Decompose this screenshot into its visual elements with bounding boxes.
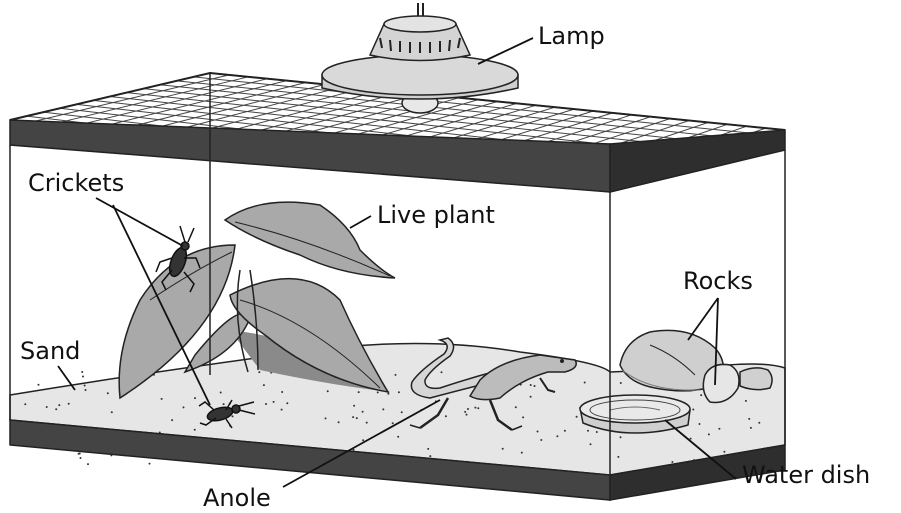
label-rocks: Rocks	[683, 269, 753, 293]
label-sand: Sand	[20, 339, 80, 363]
label-anole: Anole	[203, 486, 271, 510]
label-water-dish: Water dish	[742, 463, 870, 487]
label-lamp: Lamp	[538, 24, 605, 48]
label-live-plant: Live plant	[377, 203, 495, 227]
label-crickets: Crickets	[28, 171, 124, 195]
